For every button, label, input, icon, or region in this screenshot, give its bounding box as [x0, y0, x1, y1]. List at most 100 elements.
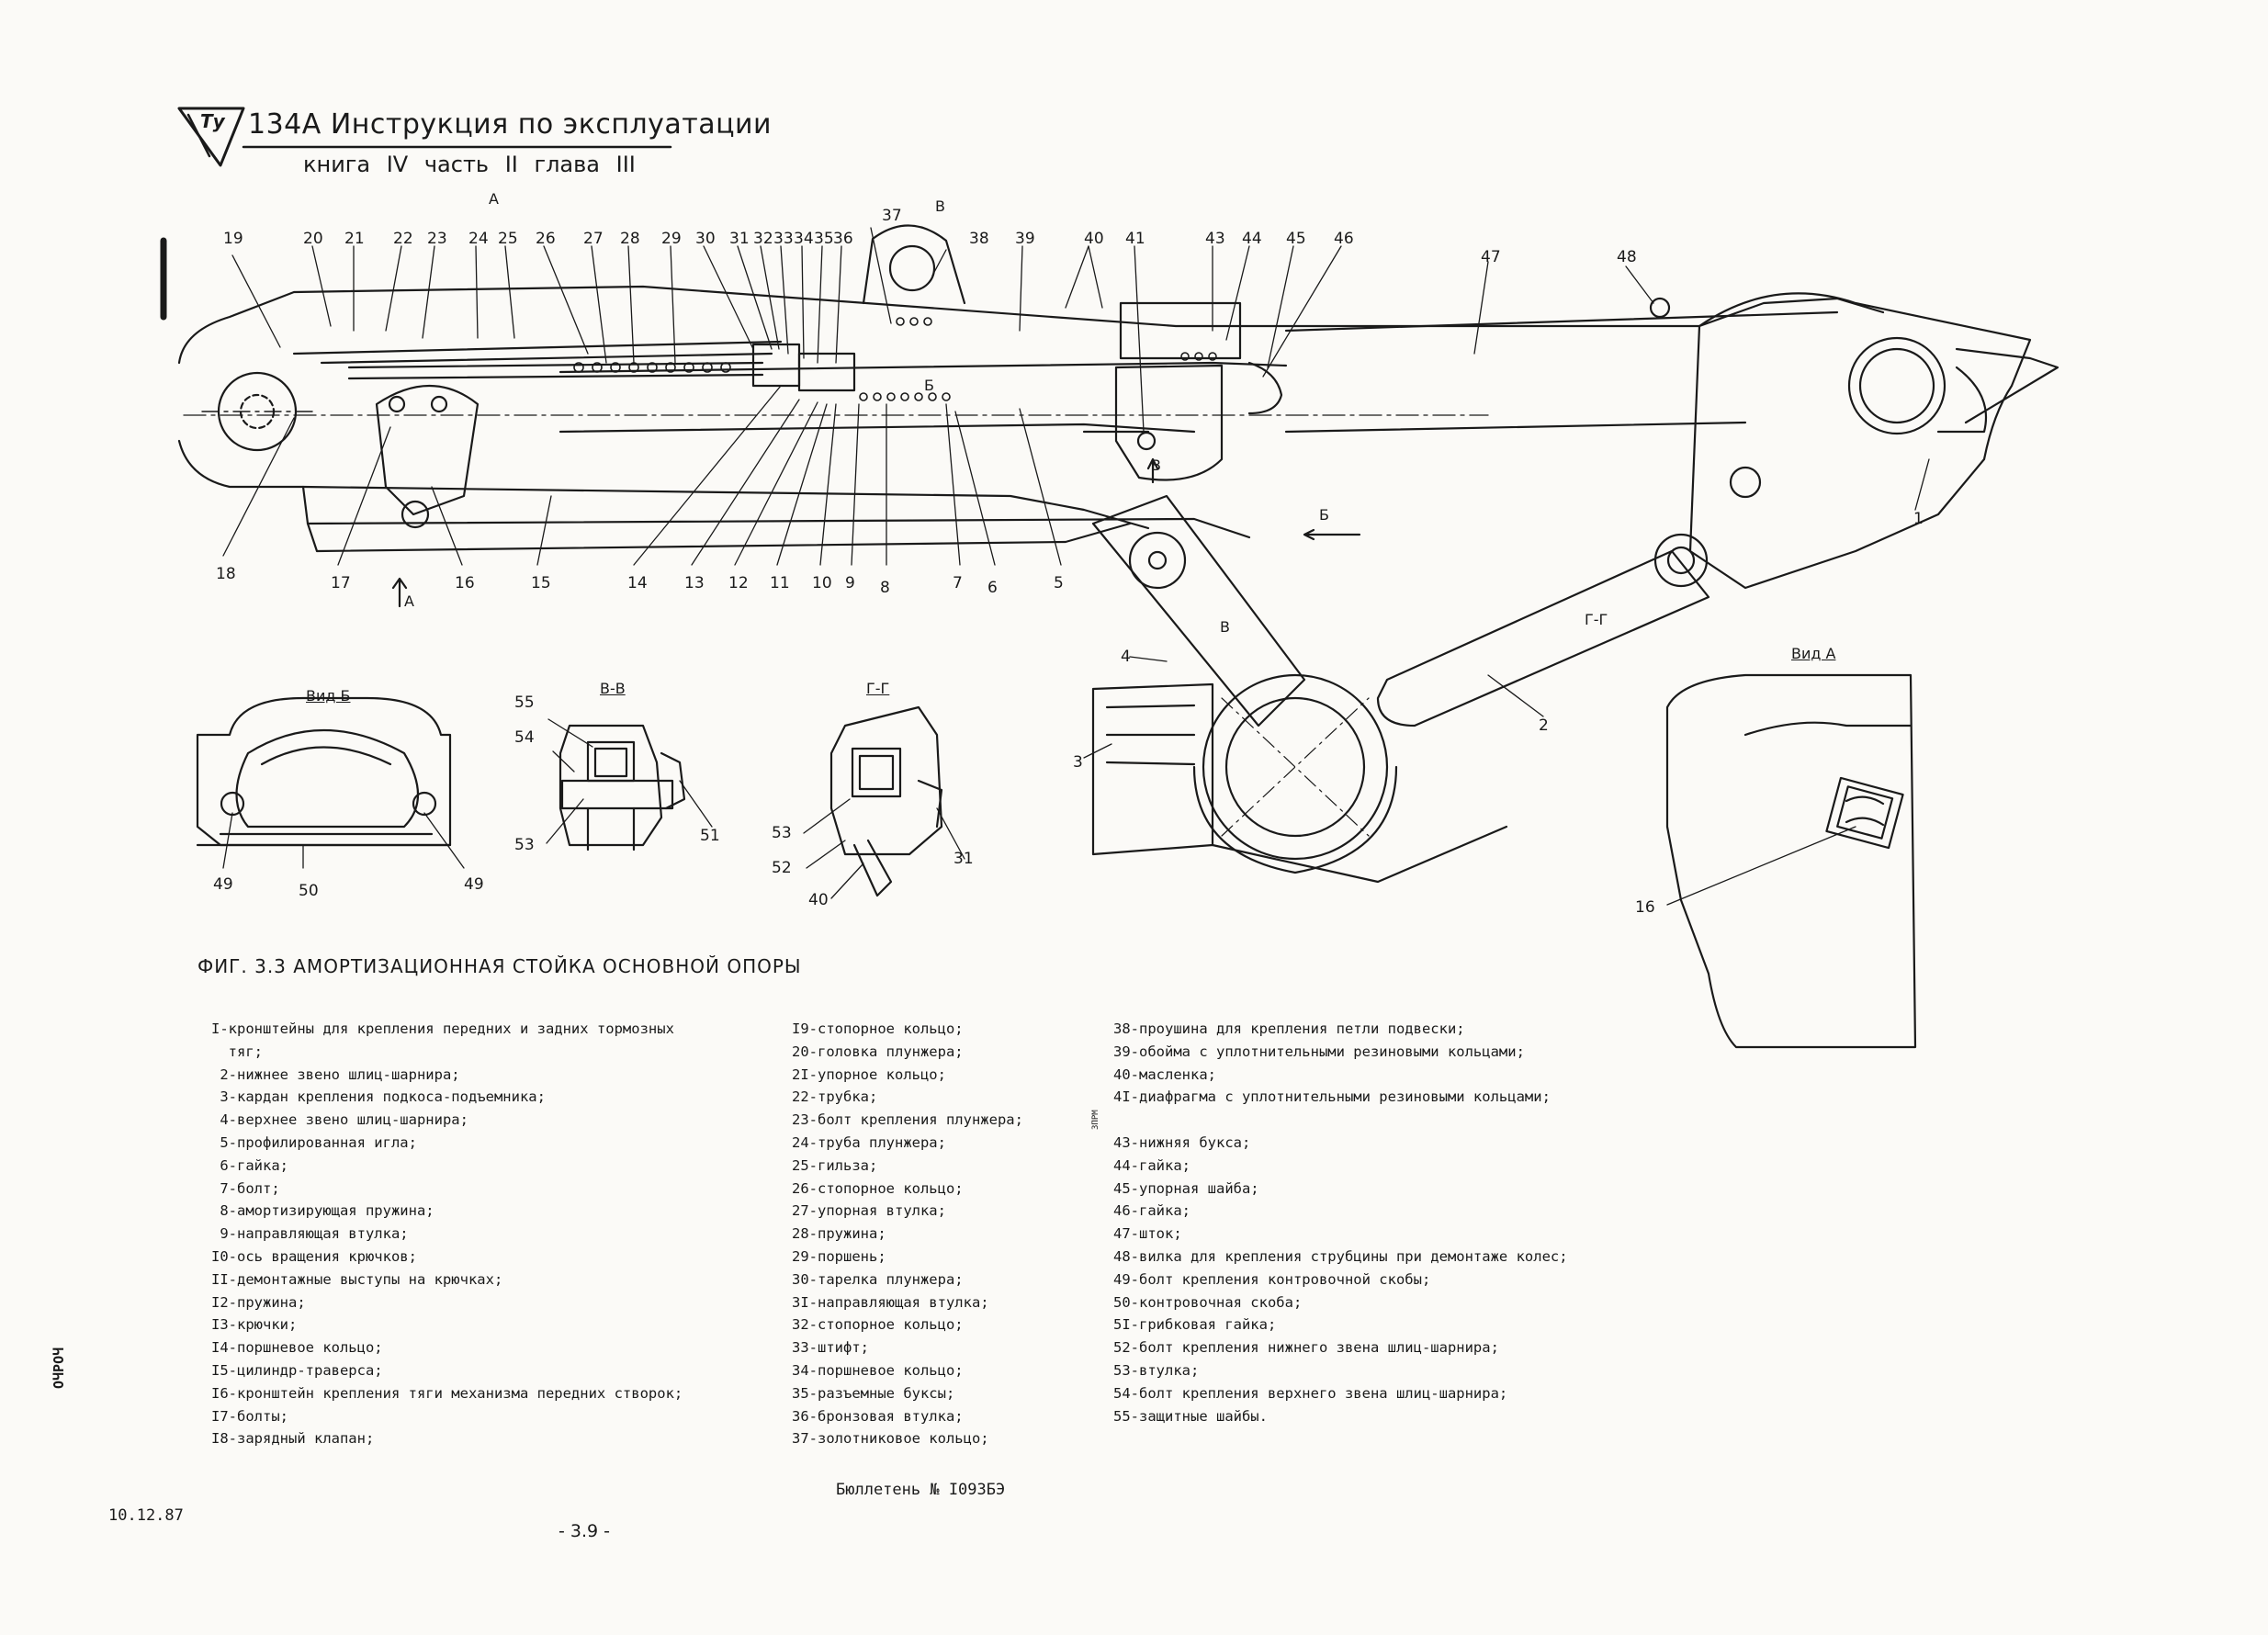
header-logo-text: Ту	[200, 110, 225, 132]
view-b-drawing	[196, 696, 465, 869]
callout-main-right: 3	[1073, 753, 1083, 772]
legend-item: 20-головка плунжера;	[792, 1043, 964, 1060]
legend-item: 34-поршневое кольцо;	[792, 1361, 964, 1379]
callout-main-bottom: 11	[770, 574, 790, 592]
legend-item: 38-проушина для крепления петли подвески…	[1113, 1020, 1465, 1037]
legend-item: 55-защитные шайбы.	[1113, 1407, 1268, 1425]
callout-main-top: 44	[1242, 230, 1262, 248]
legend-item: 47-шток;	[1113, 1225, 1182, 1243]
callout-main-bottom: 18	[216, 565, 236, 583]
legend-item: 6-гайка;	[211, 1156, 288, 1174]
callout-main-top: 38	[969, 230, 989, 248]
legend-item: I8-зарядный клапан;	[211, 1430, 375, 1448]
callout-main-top: 26	[536, 230, 556, 248]
legend-item: I-кронштейны для крепления передних и за…	[211, 1020, 674, 1037]
callout-main-bottom: 14	[627, 574, 648, 592]
tu-logo	[177, 107, 245, 167]
callout-view-a: 16	[1635, 898, 1655, 917]
callout-section-letters: А	[404, 592, 414, 610]
callout-main-bottom: 10	[812, 574, 832, 592]
callout-main-bottom: 12	[728, 574, 749, 592]
legend-item: 32-стопорное кольцо;	[792, 1316, 964, 1334]
callout-section-letters: Г-Г	[1585, 611, 1608, 628]
legend-item: 26-стопорное кольцо;	[792, 1179, 964, 1197]
callout-main-bottom: 16	[455, 574, 475, 592]
legend-item: 33-штифт;	[792, 1339, 869, 1357]
legend-item: 3I-направляющая втулка;	[792, 1293, 989, 1311]
legend-item: 4I-диафрагма с уплотнительными резиновым…	[1113, 1088, 1551, 1106]
legend-column-1: I-кронштейны для крепления передних и за…	[211, 1018, 683, 1450]
legend-item: 29-поршень;	[792, 1247, 886, 1265]
legend-item: II-демонтажные выступы на крючках;	[211, 1270, 503, 1288]
view-gg-drawing	[803, 705, 965, 899]
callout-view-b: 50	[299, 882, 319, 900]
callout-main-top: 41	[1125, 230, 1145, 248]
page-subtitle: книга IV часть II глава III	[303, 152, 636, 177]
legend-item: 7-болт;	[211, 1179, 280, 1197]
callout-view-b: 49	[213, 875, 233, 894]
callout-view-vv: 54	[514, 728, 535, 747]
callout-main-top: 19	[223, 230, 243, 248]
legend-item: 24-труба плунжера;	[792, 1133, 946, 1151]
callout-main-bottom: 15	[531, 574, 551, 592]
legend-item: 46-гайка;	[1113, 1202, 1190, 1220]
legend-item: 43-нижняя букса;	[1113, 1133, 1251, 1151]
callout-main-bottom: 13	[684, 574, 705, 592]
callout-main-top: 45	[1286, 230, 1306, 248]
legend-item: 35-разъемные буксы;	[792, 1384, 955, 1402]
callout-main-top: 32	[753, 230, 773, 248]
callout-main-top: 25	[498, 230, 518, 248]
callout-main-top: 20	[303, 230, 323, 248]
legend-item: I0-ось вращения крючков;	[211, 1247, 417, 1265]
bulletin-number: Бюллетень № I093БЭ	[836, 1481, 1006, 1499]
callout-main-right: 1	[1913, 510, 1924, 528]
callout-main-top: 28	[620, 230, 640, 248]
legend-item: I7-болты;	[211, 1407, 288, 1425]
callout-section-letters: Б	[1319, 506, 1329, 524]
legend-item: I3-крючки;	[211, 1316, 298, 1334]
legend-item: 25-гильза;	[792, 1156, 878, 1174]
legend-item: 27-упорная втулка;	[792, 1202, 946, 1220]
legend-item: 5I-грибковая гайка;	[1113, 1316, 1277, 1334]
legend-item: 50-контровочная скоба;	[1113, 1293, 1303, 1311]
legend-item: 2-нижнее звено шлиц-шарнира;	[211, 1066, 460, 1083]
callout-main-top: 33	[773, 230, 794, 248]
view-a-drawing	[1665, 673, 1917, 1049]
callout-main-top: 24	[468, 230, 489, 248]
legend-item	[1113, 1109, 1568, 1132]
callout-section-letters: В	[1220, 618, 1230, 636]
callout-main-top: 40	[1084, 230, 1104, 248]
legend-item: 2I-упорное кольцо;	[792, 1066, 946, 1083]
callout-main-right: 2	[1539, 716, 1549, 735]
callout-main-bottom: 6	[987, 579, 998, 597]
view-b-label: Вид Б	[306, 687, 351, 705]
legend-item: 36-бронзовая втулка;	[792, 1407, 964, 1425]
callout-main-top: 34	[794, 230, 814, 248]
callout-main-bottom: 7	[953, 574, 963, 592]
callout-main-top: 31	[729, 230, 750, 248]
callout-main-top: 37	[882, 207, 902, 225]
legend-column-3: 38-проушина для крепления петли подвески…	[1113, 1018, 1568, 1427]
view-gg-label: Г-Г	[866, 680, 890, 697]
callout-main-top: 23	[427, 230, 447, 248]
legend-item: 3-кардан крепления подкоса-подъемника;	[211, 1088, 546, 1106]
legend-item: 9-направляющая втулка;	[211, 1225, 409, 1243]
legend-item: 8-амортизирующая пружина;	[211, 1202, 434, 1220]
callout-view-vv: 51	[700, 827, 720, 845]
legend-item: 52-болт крепления нижнего звена шлиц-шар…	[1113, 1339, 1499, 1357]
main-strut-drawing	[177, 224, 2059, 884]
legend-item: I9-стопорное кольцо;	[792, 1020, 964, 1037]
legend-item: I4-поршневое кольцо;	[211, 1339, 383, 1357]
callout-main-top: 48	[1617, 248, 1637, 266]
legend-item: 4-верхнее звено шлиц-шарнира;	[211, 1111, 468, 1129]
callout-view-gg: 53	[772, 824, 792, 842]
callout-view-gg: 40	[808, 891, 829, 909]
callout-view-vv: 55	[514, 693, 535, 712]
callout-main-top: 47	[1481, 248, 1501, 266]
legend-item: 44-гайка;	[1113, 1156, 1190, 1174]
legend-item: 22-трубка;	[792, 1088, 878, 1106]
callout-main-right: 4	[1121, 648, 1131, 666]
legend-column-2: I9-стопорное кольцо; 20-головка плунжера;…	[792, 1018, 1023, 1450]
legend-item: I2-пружина;	[211, 1293, 306, 1311]
